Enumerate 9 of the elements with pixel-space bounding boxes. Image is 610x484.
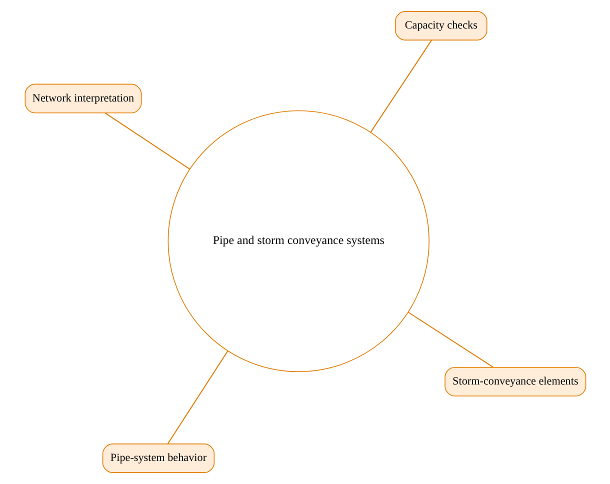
connector bbox=[104, 112, 190, 170]
connector bbox=[408, 312, 493, 368]
node-box: Pipe-system behavior bbox=[102, 444, 214, 473]
node-box: Network interpretation bbox=[24, 84, 142, 114]
connector bbox=[370, 40, 432, 132]
node-circle: Pipe and storm conveyance systems bbox=[167, 110, 429, 372]
node-box: Capacity checks bbox=[394, 11, 487, 40]
node-box: Storm-conveyance elements bbox=[444, 366, 586, 396]
connector bbox=[166, 350, 228, 444]
